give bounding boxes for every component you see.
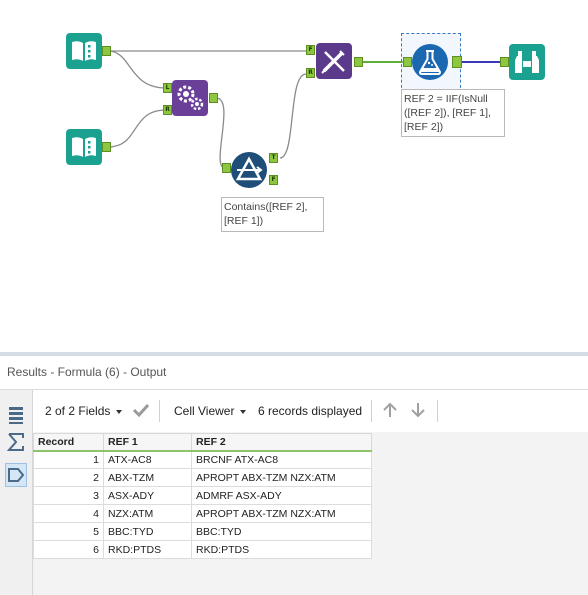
formula-input-anchor[interactable] [403,57,412,67]
filter-tool[interactable] [231,152,267,188]
record-cell[interactable]: 1 [33,450,104,469]
arrow-up-icon [383,402,397,417]
results-left-toolbar [0,390,33,595]
browse-input-anchor[interactable] [500,57,509,67]
ref1-cell[interactable]: ATX-AC8 [103,450,192,469]
record-cell[interactable]: 2 [33,468,104,487]
cell-viewer-dropdown[interactable]: Cell Viewer [174,404,247,418]
record-cell[interactable]: 6 [33,540,104,559]
toolbar-separator [371,400,372,422]
table-row[interactable]: 6 RKD:PTDS RKD:PTDS [33,540,372,559]
table-row[interactable]: 5 BBC:TYD BBC:TYD [33,522,372,541]
input-data-tool-1[interactable] [66,33,102,69]
filter-true-anchor[interactable]: T [269,153,278,163]
filter-triangle-icon [231,152,267,188]
union-output-anchor[interactable] [354,57,363,67]
union-f-anchor[interactable]: F [306,45,315,55]
fields-dropdown-label: 2 of 2 Fields [45,404,111,418]
results-toolbar: 2 of 2 Fields Cell Viewer 6 records disp… [33,390,588,432]
filter-input-anchor[interactable] [222,163,231,173]
record-cell[interactable]: 3 [33,486,104,505]
binoculars-icon [509,44,545,80]
ref2-cell[interactable]: ADMRF ASX-ADY [191,486,372,505]
record-cell[interactable]: 5 [33,522,104,541]
tag-view-button[interactable] [5,463,27,487]
connection-wires [107,50,500,169]
join-left-anchor[interactable]: L [163,83,172,93]
apply-checkmark-button[interactable] [132,402,150,421]
ref2-cell[interactable]: BBC:TYD [191,522,372,541]
toolbar-separator [159,400,160,422]
join-right-anchor[interactable]: R [163,105,172,115]
records-count: 6 records displayed [258,404,363,418]
join-tool[interactable] [172,80,208,116]
chevron-down-icon [240,409,247,414]
union-r-anchor[interactable]: R [306,68,315,78]
ref1-cell[interactable]: ABX-TZM [103,468,192,487]
browse-tool[interactable] [509,44,545,80]
flask-icon [412,44,448,80]
table-row[interactable]: 2 ABX-TZM APROPT ABX-TZM NZX:ATM [33,468,372,487]
table-row[interactable]: 1 ATX-AC8 BRCNF ATX-AC8 [33,450,372,469]
gears-icon [172,80,208,116]
input-data-tool-2[interactable] [66,129,102,165]
table-header-row: Record REF 1 REF 2 [33,433,372,452]
filter-annotation: Contains([REF 2], [REF 1]) [221,197,324,232]
table-row[interactable]: 3 ASX-ADY ADMRF ASX-ADY [33,486,372,505]
pencil-ruler-icon [316,43,352,79]
filter-false-anchor[interactable]: F [269,175,278,185]
ref1-cell[interactable]: NZX:ATM [103,504,192,523]
formula-output-anchor[interactable] [452,56,462,68]
scroll-down-button[interactable] [409,401,427,422]
input1-output-anchor[interactable] [102,46,111,56]
ref1-cell[interactable]: ASX-ADY [103,486,192,505]
arrow-down-icon [411,403,425,418]
sigma-icon [6,433,24,451]
tag-icon [8,468,25,482]
results-panel: Results - Formula (6) - Output [0,352,588,595]
ref2-cell[interactable]: BRCNF ATX-AC8 [191,450,372,469]
results-title: Results - Formula (6) - Output [0,356,588,390]
book-icon [66,33,102,69]
scroll-up-button[interactable] [381,401,399,422]
workflow-canvas[interactable]: L R T F Contains([REF 2], [REF 1]) [0,0,588,352]
checkmark-icon [132,403,150,418]
cell-viewer-label: Cell Viewer [174,404,235,418]
configuration-view-button[interactable] [5,402,27,426]
table-row[interactable]: 4 NZX:ATM APROPT ABX-TZM NZX:ATM [33,504,372,523]
record-cell[interactable]: 4 [33,504,104,523]
book-icon [66,129,102,165]
ref1-cell[interactable]: RKD:PTDS [103,540,192,559]
results-table: Record REF 1 REF 2 1 ATX-AC8 BRCNF ATX-A… [33,433,372,559]
formula-annotation: REF 2 = IIF(IsNull ([REF 2]), [REF 1], [… [401,89,505,137]
results-splitter[interactable] [0,352,588,356]
results-grid-area: Record REF 1 REF 2 1 ATX-AC8 BRCNF ATX-A… [33,432,588,595]
join-j-anchor[interactable] [209,93,218,103]
fields-dropdown[interactable]: 2 of 2 Fields [45,404,123,418]
list-icon [9,407,23,424]
column-header-ref1[interactable]: REF 1 [103,433,192,452]
ref2-cell[interactable]: RKD:PTDS [191,540,372,559]
ref2-cell[interactable]: APROPT ABX-TZM NZX:ATM [191,504,372,523]
formula-tool[interactable] [412,44,448,80]
column-header-record[interactable]: Record [33,433,104,452]
summary-view-button[interactable] [5,430,27,454]
input2-output-anchor[interactable] [102,142,111,152]
chevron-down-icon [116,409,123,414]
column-header-ref2[interactable]: REF 2 [191,433,372,452]
toolbar-separator [437,400,438,422]
ref1-cell[interactable]: BBC:TYD [103,522,192,541]
union-tool[interactable] [316,43,352,79]
ref2-cell[interactable]: APROPT ABX-TZM NZX:ATM [191,468,372,487]
